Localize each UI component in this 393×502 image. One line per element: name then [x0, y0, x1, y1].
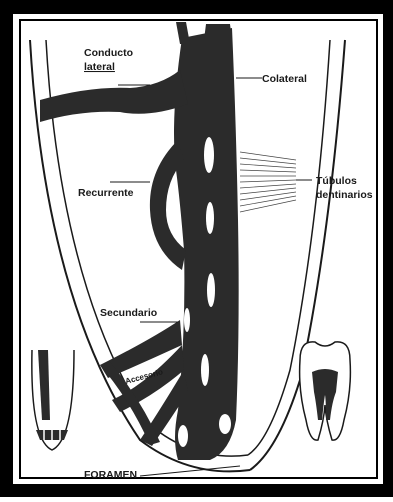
collateral-stem [204, 24, 232, 40]
canal-island-5 [184, 308, 190, 332]
label-colateral: Colateral [262, 73, 307, 85]
canal-island-2 [206, 202, 214, 234]
canal-island-7 [178, 425, 188, 447]
label-tubulos-line1: Túbulos [316, 175, 357, 187]
label-secundario: Secundario [100, 307, 157, 319]
label-conducto-line1: Conducto [84, 47, 133, 59]
canal-island-4 [201, 354, 209, 386]
canal-island-3 [207, 273, 215, 307]
label-conducto-line2: lateral [84, 61, 115, 73]
label-foramen: FORAMEN [84, 469, 137, 481]
label-tubulos-line2: dentinarios [316, 189, 373, 201]
canal-island-1 [204, 137, 214, 173]
canal-island-6 [219, 414, 231, 434]
label-recurrente: Recurrente [78, 187, 134, 199]
